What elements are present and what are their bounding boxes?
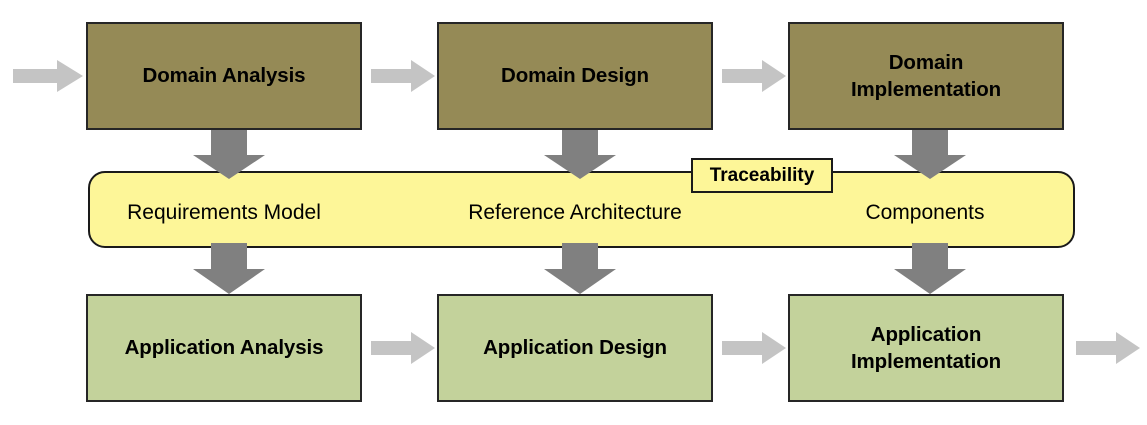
derive-arrow-requirements-model-to-application-analysis [193,243,265,294]
process-box-application-analysis[interactable]: Application Analysis [86,294,362,402]
process-box-label: Application Implementation [850,322,1002,373]
derive-arrow-reference-architecture-to-application-design [544,243,616,294]
derive-arrow-domain-implementation-to-components [894,130,966,179]
flow-arrow-domain-design-to-domain-implementation [722,60,786,92]
process-box-domain-implementation[interactable]: Domain Implementation [788,22,1064,130]
flow-arrow-application-design-to-application-implementation [722,332,786,364]
flow-arrow-exit-application [1076,332,1140,364]
process-box-application-implementation[interactable]: Application Implementation [788,294,1064,402]
derive-arrow-components-to-application-implementation [894,243,966,294]
derive-arrow-domain-design-to-reference-architecture [544,130,616,179]
derive-arrow-domain-analysis-to-requirements-model [193,130,265,179]
traceability-label: Traceability [709,164,815,186]
process-box-label: Domain Design [501,64,649,88]
process-box-label: Application Analysis [124,336,324,360]
process-box-label: Domain Implementation [850,50,1002,101]
process-box-application-design[interactable]: Application Design [437,294,713,402]
process-box-domain-design[interactable]: Domain Design [437,22,713,130]
flow-arrow-entry-domain [13,60,83,92]
process-box-label: Domain Analysis [142,64,306,88]
artifact-label-components: Components [775,201,1075,225]
artifact-label-text: Reference Architecture [468,201,682,224]
flow-arrow-application-analysis-to-application-design [371,332,435,364]
artifact-label-text: Components [865,201,985,224]
artifact-label-requirements-model: Requirements Model [74,201,374,225]
artifact-label-text: Requirements Model [127,201,321,224]
process-box-domain-analysis[interactable]: Domain Analysis [86,22,362,130]
flow-arrow-domain-analysis-to-domain-design [371,60,435,92]
artifact-label-reference-architecture: Reference Architecture [425,201,725,225]
process-box-label: Application Design [483,336,667,360]
traceability-callout[interactable]: Traceability [691,158,833,193]
